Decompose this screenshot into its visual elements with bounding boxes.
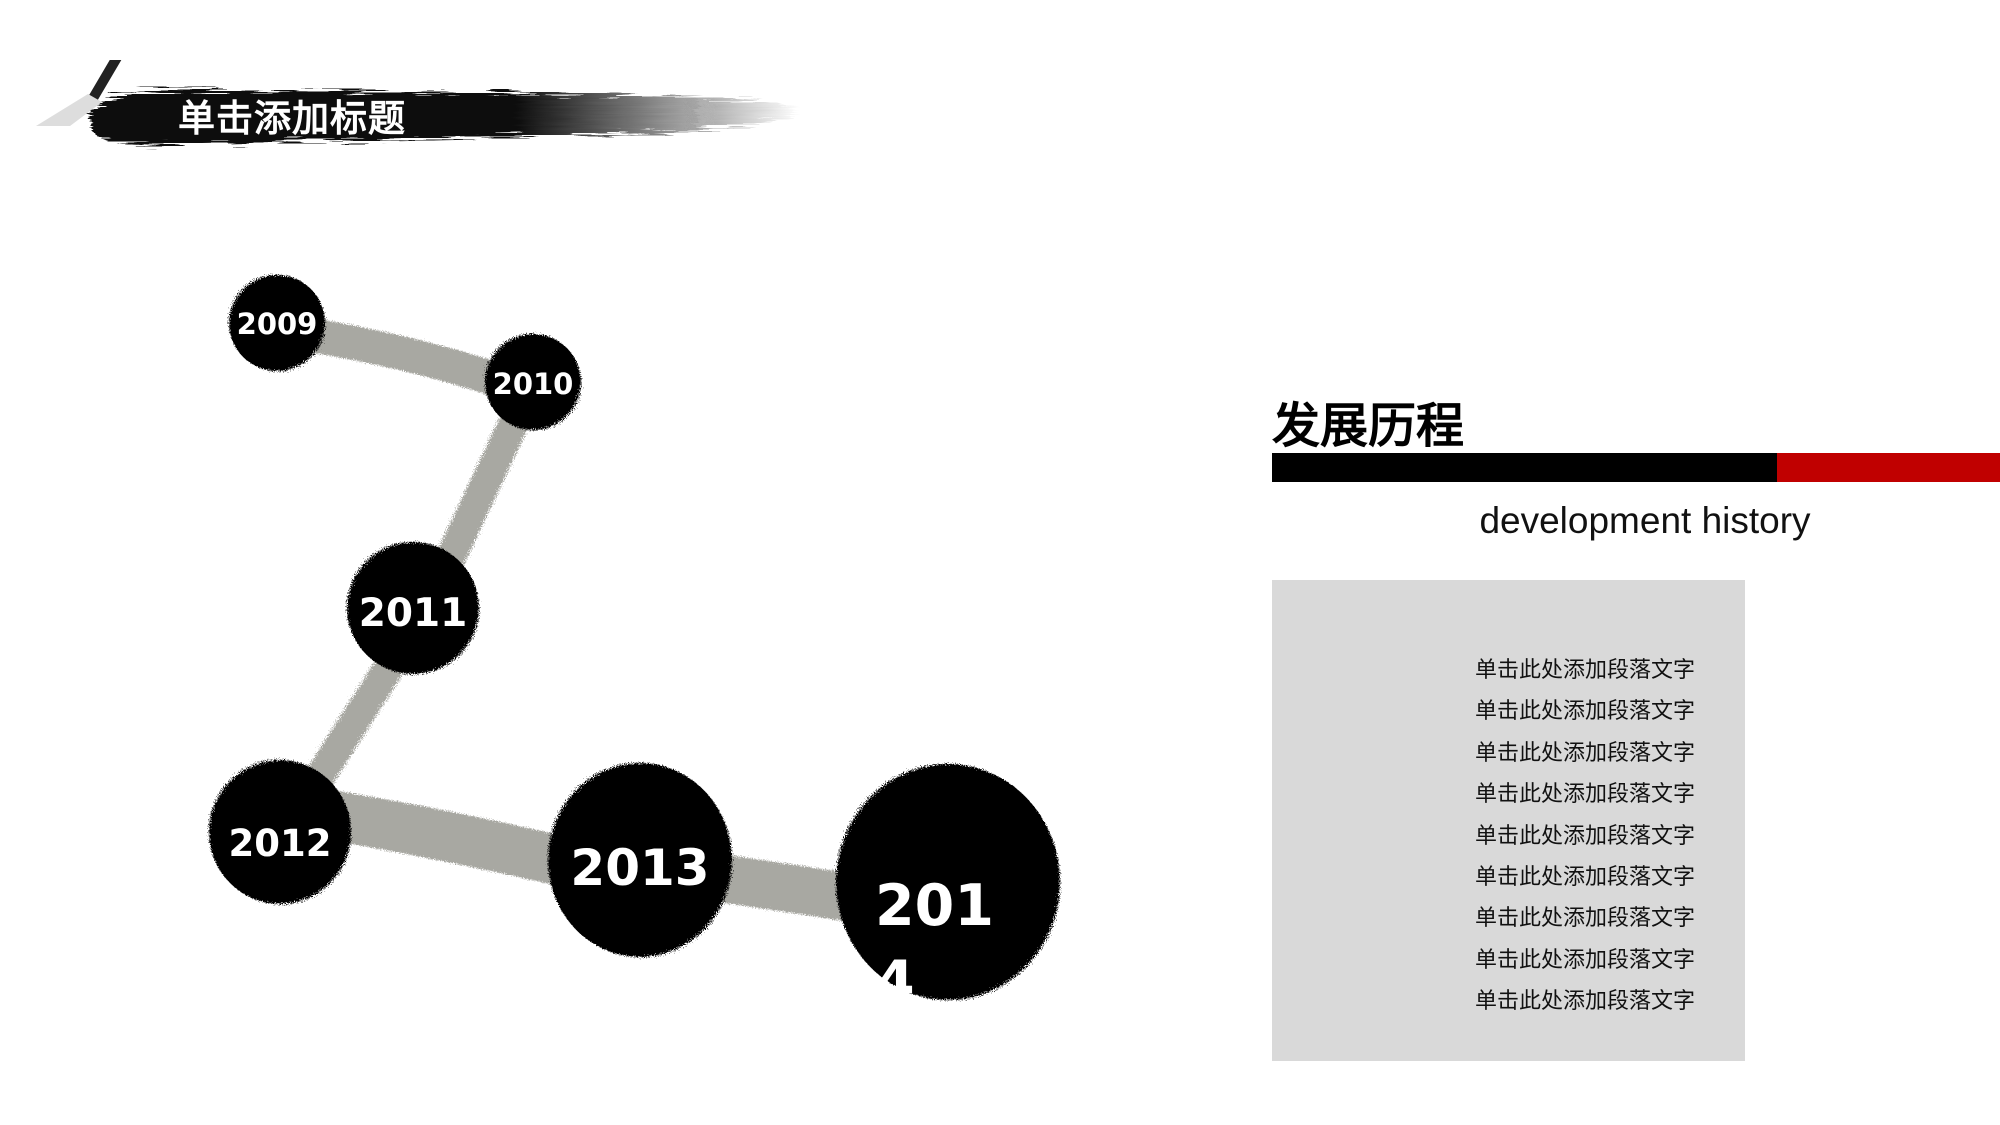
title-accent-bar bbox=[1777, 453, 2000, 482]
timeline-dot-2013 bbox=[548, 763, 732, 957]
timeline-dot-2014 bbox=[836, 764, 1060, 1000]
paragraph-line: 单击此处添加段落文字 bbox=[1474, 740, 1695, 766]
paragraph-line: 单击此处添加段落文字 bbox=[1474, 906, 1695, 932]
timeline-dot-2011 bbox=[347, 542, 479, 674]
timeline-dot-2010 bbox=[485, 334, 581, 430]
year-label-2010[interactable]: 2010 bbox=[492, 367, 574, 401]
paragraph-line: 单击此处添加段落文字 bbox=[1474, 658, 1695, 683]
page-title[interactable]: 单击添加标题 bbox=[178, 97, 406, 140]
year-label-2013[interactable]: 2013 bbox=[570, 839, 710, 897]
year-label-2012[interactable]: 2012 bbox=[228, 821, 332, 865]
title-underline-bar bbox=[1272, 453, 1777, 482]
brush-icon bbox=[36, 60, 122, 126]
paragraph-line: 单击此处添加段落文字 bbox=[1474, 989, 1695, 1015]
paragraph-line: 单击此处添加段落文字 bbox=[1474, 865, 1695, 891]
paragraph-line: 单击此处添加段落文字 bbox=[1474, 823, 1695, 849]
timeline-graphic bbox=[209, 275, 1060, 1000]
ink-brush-stroke bbox=[36, 60, 800, 145]
paragraph-textbox[interactable]: 单击此处添加段落文字 单击此处添加段落文字 单击此处添加段落文字 单击此处添加段… bbox=[1272, 580, 1745, 1061]
paragraph-line: 单击此处添加段落文字 bbox=[1474, 782, 1695, 808]
timeline-dot-2009 bbox=[229, 275, 325, 371]
timeline-dot-2012 bbox=[209, 760, 351, 904]
paragraph-line: 单击此处添加段落文字 bbox=[1474, 699, 1695, 725]
paragraph-line: 单击此处添加段落文字 bbox=[1474, 947, 1695, 973]
section-subtitle[interactable]: development history bbox=[1479, 500, 1811, 541]
year-label-2009[interactable]: 2009 bbox=[236, 307, 318, 341]
section-title[interactable]: 发展历程 bbox=[1272, 398, 1465, 454]
year-label-2014[interactable]: 2014 bbox=[875, 873, 994, 998]
year-label-2011[interactable]: 2011 bbox=[358, 590, 468, 636]
